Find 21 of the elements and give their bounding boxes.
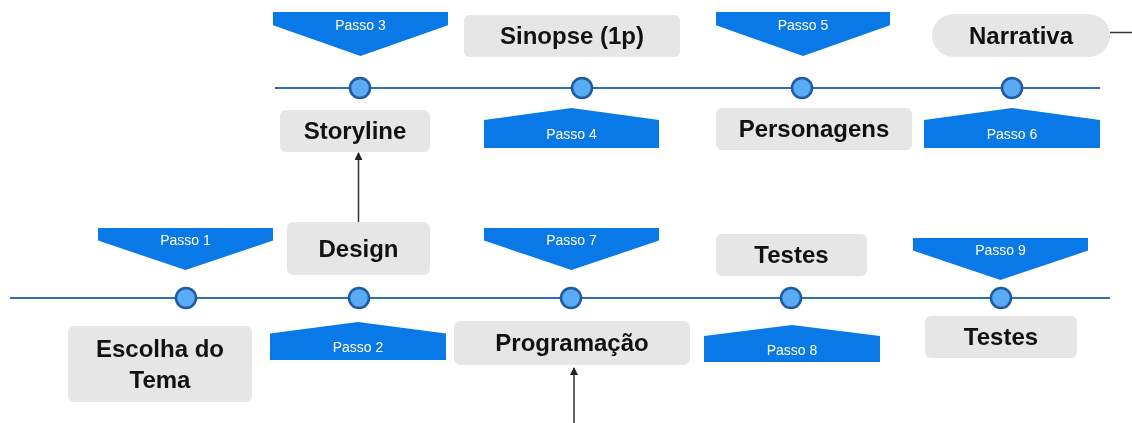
rounded-label: Narrativa [932, 14, 1110, 57]
down-pointing-banner: Passo 3 [273, 12, 448, 56]
down-pointing-banner: Passo 7 [484, 228, 659, 270]
label-box: Escolha do Tema [68, 326, 252, 402]
label-box: Design [287, 222, 430, 275]
label-box: Personagens [716, 108, 912, 150]
arrow [354, 152, 363, 223]
down-pointing-banner: Passo 1 [98, 228, 273, 270]
label-box: Sinopse (1p) [464, 15, 680, 57]
arrow [570, 367, 578, 423]
up-pointing-banner: Passo 6 [924, 108, 1100, 148]
label-box: Testes [925, 316, 1077, 358]
connector-line [1109, 31, 1132, 34]
up-pointing-banner: Passo 4 [484, 108, 659, 148]
down-pointing-banner: Passo 5 [716, 12, 890, 56]
down-pointing-banner: Passo 9 [913, 238, 1088, 280]
label-box: Storyline [280, 110, 430, 152]
up-pointing-banner: Passo 8 [704, 325, 880, 362]
up-pointing-banner: Passo 2 [270, 322, 446, 360]
label-box: Testes [716, 234, 867, 276]
label-box: Programação [454, 321, 690, 365]
